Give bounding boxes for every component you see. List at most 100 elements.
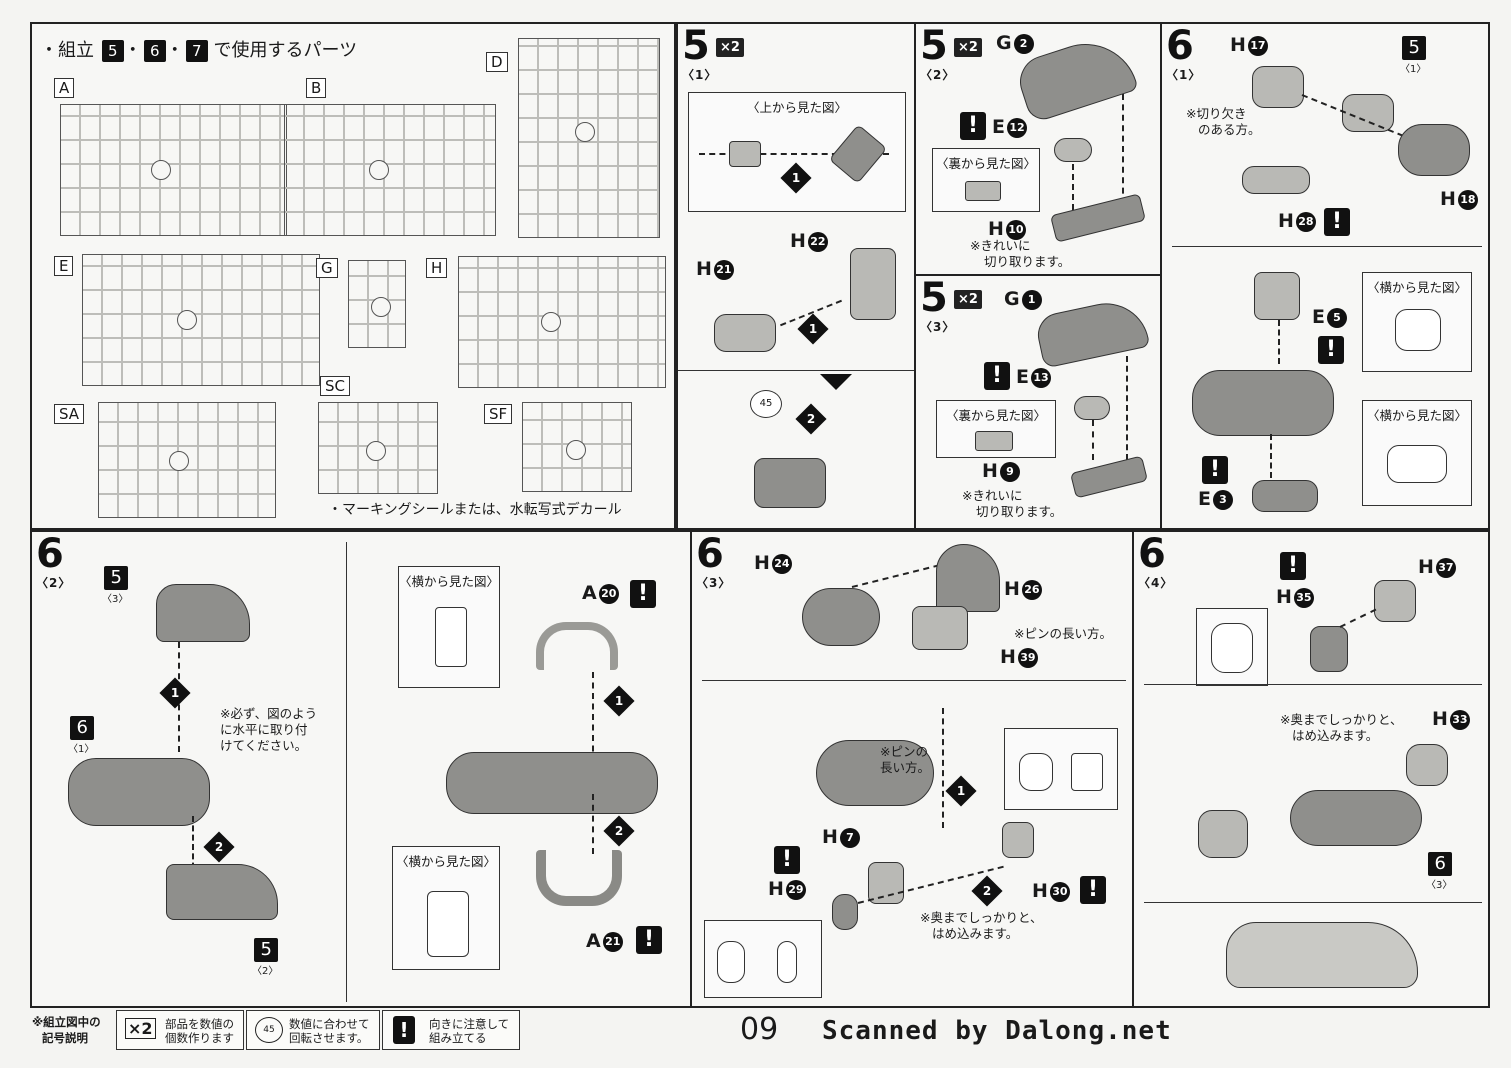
runner-label-h: H — [426, 258, 448, 278]
guide-line — [592, 794, 594, 854]
runner-h — [458, 256, 666, 388]
horizontal-note: ※必ず、図のように水平に取り付けてください。 — [220, 706, 318, 753]
title-step-7: 7 — [185, 40, 208, 62]
caution-icon: ! — [1080, 876, 1106, 904]
step-sub: 〈4〉 — [1138, 576, 1174, 590]
step-marker-1: 1 — [945, 775, 977, 807]
step-marker-1: 1 — [780, 162, 812, 194]
cut-note: ※きれいに切り取ります。 — [970, 238, 1071, 269]
runner-b — [284, 104, 496, 236]
back-view-box: 〈裏から見た図〉 — [932, 148, 1040, 212]
caution-icon: ! — [636, 926, 662, 954]
x2-text: 部品を数値の個数作ります — [165, 1017, 234, 1045]
step-number: 6 — [36, 531, 64, 577]
guide-line — [1270, 434, 1272, 478]
guide-line — [1122, 94, 1124, 204]
arm-assembly — [1192, 370, 1334, 436]
title-step-6: 6 — [143, 40, 166, 62]
divider — [702, 680, 1126, 681]
pin-note: ※ピンの長い方。 — [1014, 626, 1112, 641]
title-step-5: 5 — [101, 40, 124, 62]
pin-detail-side — [1071, 753, 1103, 791]
head-joint — [1198, 810, 1248, 858]
caution-icon: ! — [960, 112, 986, 140]
down-arrow — [820, 374, 852, 390]
step-sub: 〈3〉 — [920, 320, 956, 334]
pin-detail-box — [1004, 728, 1118, 810]
part-g1 — [1033, 295, 1151, 369]
foot-assembly — [1290, 790, 1422, 846]
caution-icon: ! — [1280, 552, 1306, 580]
part-h7 — [868, 862, 904, 904]
divider — [1172, 246, 1482, 247]
back-view-label: 〈裏から見た図〉 — [935, 156, 1036, 171]
part-5-1-assembly — [1342, 94, 1394, 132]
part-5-3-assembly — [156, 584, 250, 642]
step-number: 6 — [696, 531, 724, 577]
guide-line — [592, 672, 594, 762]
guide-line — [1126, 356, 1128, 460]
side-view-box-1: 〈横から見た図〉 — [398, 566, 500, 688]
side-view-part — [1395, 309, 1441, 351]
runner-label-sf: SF — [484, 404, 513, 424]
part-5-2-assembly — [166, 864, 278, 920]
step-number: 5 — [682, 23, 710, 69]
legend-rotate: 45 数値に合わせて回転させます。 — [246, 1010, 380, 1050]
h29-detail-side — [777, 941, 797, 983]
part-h35 — [1310, 626, 1348, 672]
page-number: 09 — [740, 1012, 779, 1047]
part-e13 — [1074, 396, 1110, 420]
times-badge: ×2 — [954, 38, 982, 57]
cut-note: ※きれいに切り取ります。 — [962, 488, 1063, 519]
x2-icon: ×2 — [125, 1018, 156, 1039]
part-h22 — [850, 248, 896, 320]
rotated-assembly — [754, 458, 826, 508]
h29-detail-box — [704, 920, 822, 998]
side-view-box-2: 〈横から見た図〉 — [1362, 400, 1472, 506]
part-h29 — [832, 894, 858, 930]
scan-credit: Scanned by Dalong.net — [822, 1016, 1172, 1046]
runner-sf — [522, 402, 632, 492]
side-view-part — [427, 891, 469, 957]
ref-step-5-3: 5 〈3〉 — [102, 566, 129, 605]
notch-note: ※切り欠きのある方。 — [1186, 106, 1261, 137]
top-view-box: 〈上から見た図〉 1 — [688, 92, 906, 212]
part-h24 — [802, 588, 880, 646]
divider — [1144, 902, 1482, 903]
part-h39 — [912, 606, 968, 650]
guide-line — [699, 153, 889, 155]
runner-label-a: A — [54, 78, 75, 98]
runner-label-sa: SA — [54, 404, 85, 424]
caution-text: 向きに注意して組み立てる — [429, 1017, 510, 1045]
part-e12 — [1054, 138, 1092, 162]
part-h10 — [1049, 193, 1147, 243]
side-view-label: 〈横から見た図〉 — [1366, 408, 1467, 423]
ref-step-6-3: 6 〈3〉 — [1426, 852, 1453, 891]
step-sub: 〈1〉 — [1166, 68, 1202, 82]
runner-label-b: B — [306, 78, 327, 98]
side-view-part — [435, 607, 467, 667]
step-marker-2: 2 — [603, 815, 635, 847]
guide-line — [1092, 420, 1094, 460]
side-view-box-1: 〈横から見た図〉 — [1362, 272, 1472, 372]
step-sub: 〈1〉 — [682, 68, 718, 82]
decal-note: ・マーキングシールまたは、水転写式デカール — [328, 502, 622, 518]
caution-icon: ! — [393, 1016, 415, 1044]
step-number: 6 — [1166, 23, 1194, 69]
runner-sa — [98, 402, 276, 518]
parts-title: ・組立 5・6・7 で使用するパーツ — [40, 40, 358, 62]
step-marker-2: 2 — [203, 831, 235, 863]
part-h37 — [1374, 580, 1416, 622]
divider — [678, 370, 914, 371]
step-number: 6 — [1138, 531, 1166, 577]
